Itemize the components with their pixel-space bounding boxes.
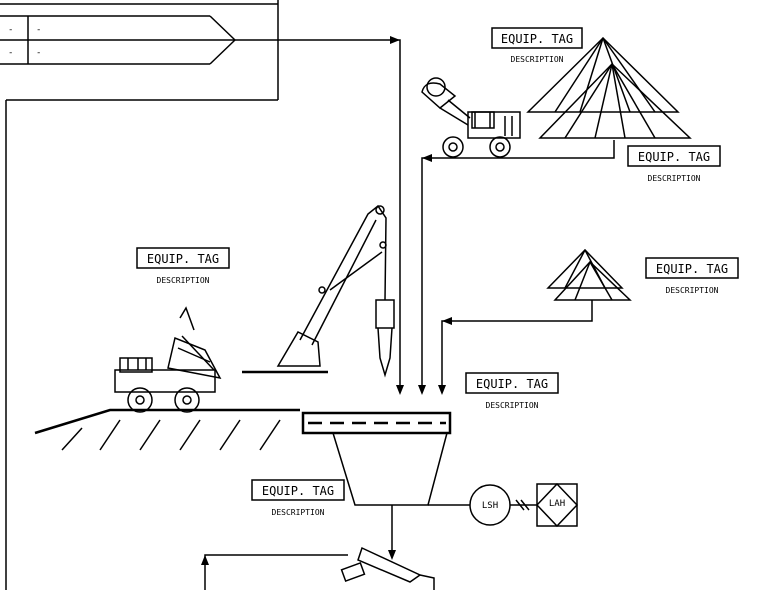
ground-slope — [34, 408, 300, 451]
wheel-loader-icon — [421, 77, 521, 158]
stockpile-small-icon — [546, 248, 632, 301]
haul-truck-icon — [114, 306, 222, 413]
equip-tag-4: EQUIP. TAG DESCRIPTION — [136, 247, 230, 285]
equip-tag-2-label: EQUIP. TAG — [638, 150, 710, 164]
stream-table: - - - - — [0, 0, 279, 590]
equip-tag-3-desc: DESCRIPTION — [666, 286, 719, 295]
vibrating-feeder-icon — [340, 546, 435, 590]
flow-lines — [201, 36, 615, 590]
equip-tag-2-desc: DESCRIPTION — [648, 174, 701, 183]
equip-tag-4-label: EQUIP. TAG — [147, 252, 219, 266]
equip-tag-2: EQUIP. TAG DESCRIPTION — [627, 145, 721, 183]
equip-tag-1-label: EQUIP. TAG — [501, 32, 573, 46]
equip-tag-5-desc: DESCRIPTION — [486, 401, 539, 410]
equip-tag-5: EQUIP. TAG DESCRIPTION — [465, 372, 559, 410]
equip-tag-4-desc: DESCRIPTION — [157, 276, 210, 285]
equip-tag-5-label: EQUIP. TAG — [476, 377, 548, 391]
level-alarm-instrument: LAH — [535, 482, 579, 528]
equip-tag-6-label: EQUIP. TAG — [262, 484, 334, 498]
equip-tag-1-desc: DESCRIPTION — [511, 55, 564, 64]
equip-tag-3: EQUIP. TAG DESCRIPTION — [645, 257, 739, 295]
stream-row2-col2: - — [36, 48, 41, 58]
stockpile-large-icon — [526, 36, 692, 139]
equip-tag-1: EQUIP. TAG DESCRIPTION — [491, 27, 583, 64]
stream-row1-col2: - — [36, 25, 41, 35]
feed-hopper-icon — [301, 411, 470, 506]
equip-tag-6-desc: DESCRIPTION — [272, 508, 325, 517]
level-switch-label: LSH — [482, 501, 498, 511]
equip-tag-3-label: EQUIP. TAG — [656, 262, 728, 276]
rock-breaker-icon — [242, 204, 395, 378]
stream-row1-col1: - — [8, 25, 13, 35]
equip-tag-6: EQUIP. TAG DESCRIPTION — [251, 479, 345, 517]
signal-line — [510, 499, 537, 511]
stream-row2-col1: - — [8, 48, 13, 58]
level-alarm-label: LAH — [549, 499, 565, 509]
level-switch-instrument: LSH — [469, 484, 511, 526]
